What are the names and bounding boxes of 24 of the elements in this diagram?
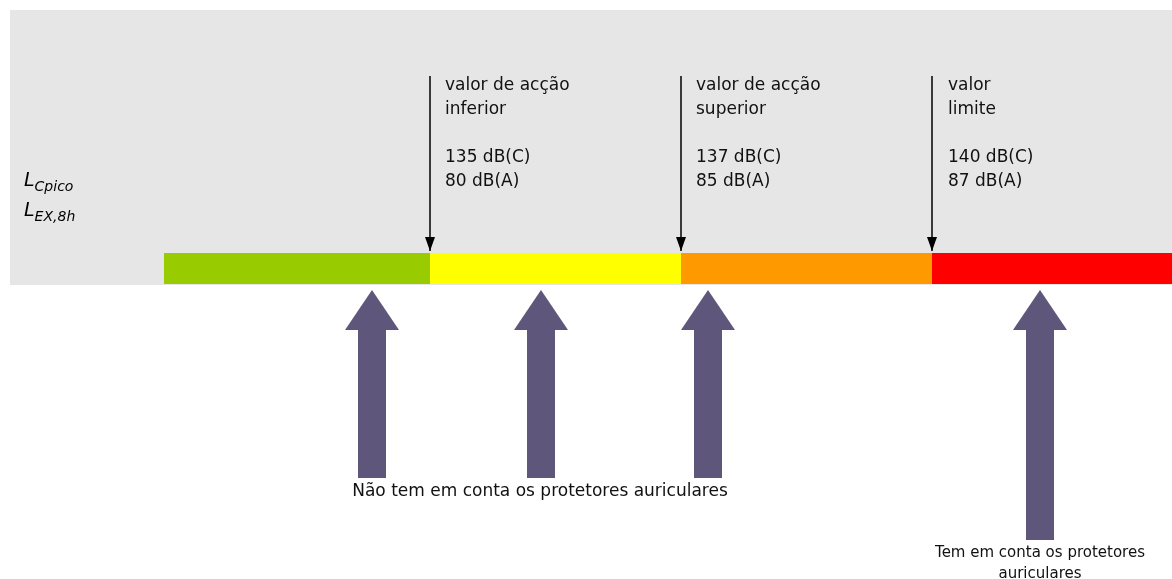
arrow: [927, 75, 937, 252]
arrow: [676, 75, 686, 252]
value-text: 87 dB(A): [948, 169, 1024, 192]
value-text: 80 dB(A): [445, 169, 521, 192]
scale-segment: [681, 253, 932, 284]
value-text: 135 dB(C): [445, 145, 532, 168]
annotation-text: valor de acção inferior: [445, 73, 571, 120]
value-text: 140 dB(C): [948, 145, 1035, 168]
block-arrow: [345, 290, 399, 478]
annotation-text: Tem em conta os protetores auriculares: [934, 542, 1146, 579]
value-text: 137 dB(C): [696, 145, 783, 168]
axis-label: L$_{Cpico}$: [24, 168, 74, 194]
value-text: 85 dB(A): [696, 169, 772, 192]
arrow: [425, 75, 435, 252]
scale-segment: [932, 253, 1172, 284]
annotation-text: Não tem em conta os protetores auriculares: [351, 480, 729, 501]
block-arrow: [1013, 290, 1067, 540]
annotation-text: valor de acção superior: [696, 73, 822, 120]
annotation-text: valor limite: [948, 73, 997, 120]
block-arrow: [681, 290, 735, 478]
block-arrow: [514, 290, 568, 478]
scale-segment: [430, 253, 681, 284]
scale-segment: [164, 253, 430, 284]
axis-label: L$_{EX,8h}$: [24, 198, 76, 224]
